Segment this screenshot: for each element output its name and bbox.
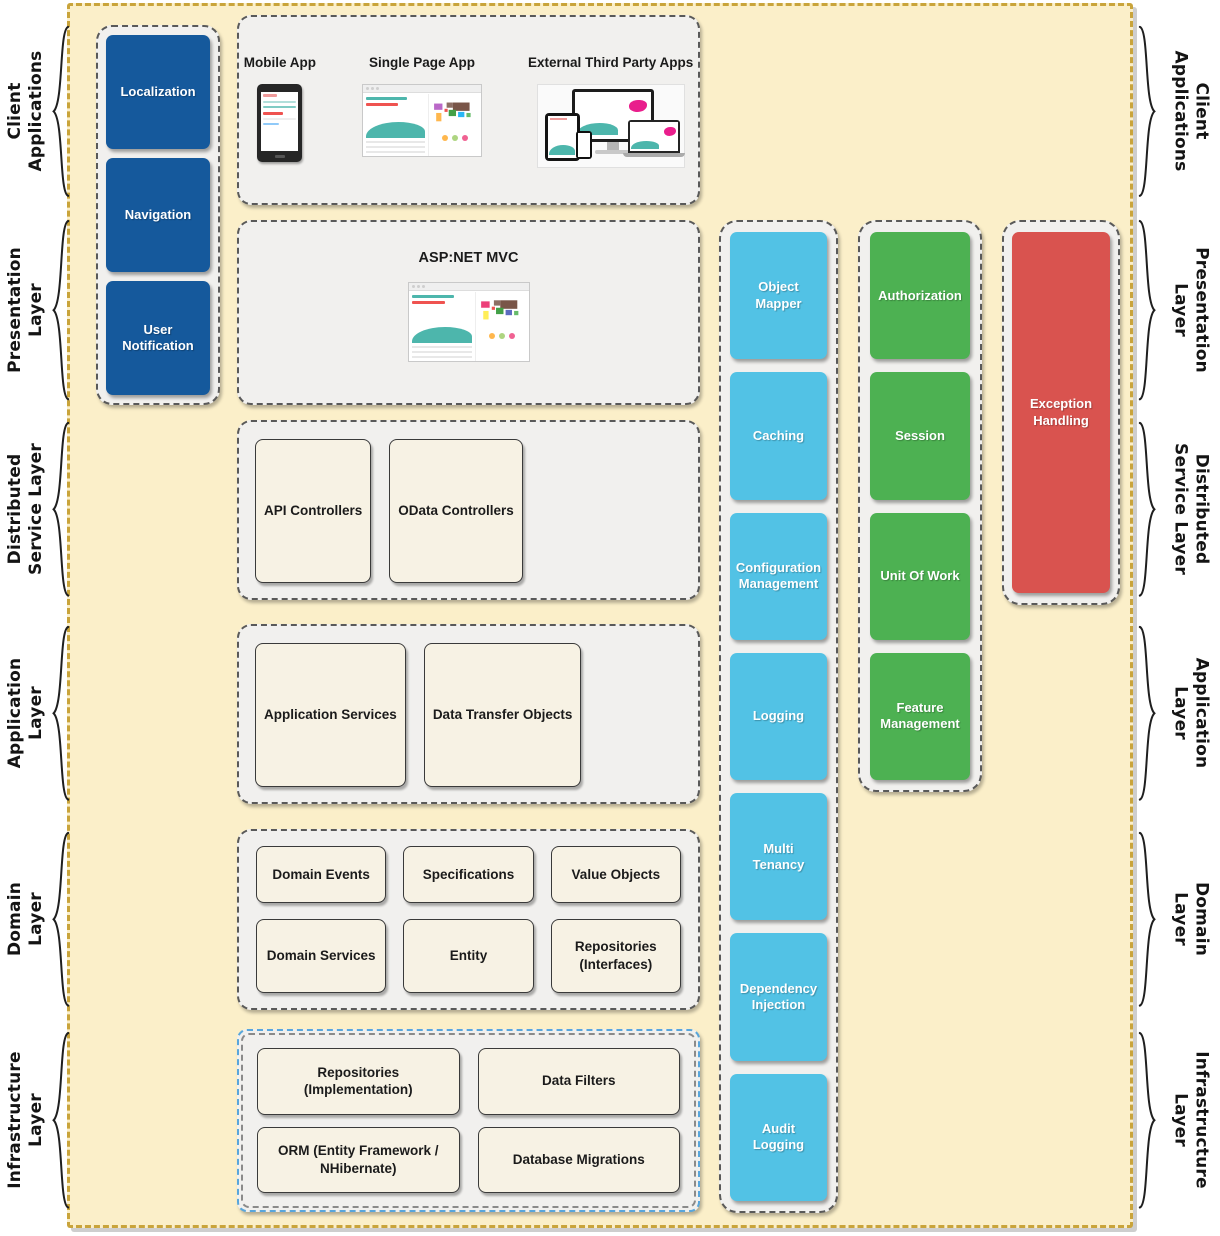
module-caching: Caching <box>730 372 827 500</box>
box-application-services: Application Services <box>255 643 406 787</box>
single-page-app-image <box>361 84 482 157</box>
box-specifications: Specifications <box>403 846 534 903</box>
mobile-app-label: Mobile App <box>243 55 316 70</box>
presentation-layer-group: ASP:NET MVC <box>237 220 700 405</box>
module-session: Session <box>870 372 970 500</box>
box-repositories-implementation: Repositories (Implementation) <box>257 1048 460 1115</box>
module-audit-logging: Audit Logging <box>730 1073 827 1201</box>
brace-icon <box>52 421 70 597</box>
module-navigation: Navigation <box>106 158 210 272</box>
security-group: Authorization Session Unit Of Work Featu… <box>858 220 982 792</box>
module-unit-of-work: Unit Of Work <box>870 512 970 640</box>
brace-icon <box>52 25 70 197</box>
module-user-notification: User Notification <box>106 281 210 395</box>
world-map-image <box>434 102 471 122</box>
box-domain-events: Domain Events <box>256 846 387 903</box>
module-feature-management: Feature Management <box>870 652 970 780</box>
box-repositories-interfaces: Repositories (Interfaces) <box>550 918 681 993</box>
mobile-app-image <box>257 84 303 162</box>
distributed-service-layer-group: API Controllers OData Controllers <box>237 420 700 600</box>
brace-icon <box>52 1031 70 1209</box>
brace-icon <box>52 625 70 801</box>
cross-cutting-group: Object Mapper Caching Configuration Mana… <box>719 220 838 1213</box>
module-multi-tenancy: Multi Tenancy <box>730 793 827 921</box>
box-orm: ORM (Entity Framework / NHibernate) <box>257 1126 460 1193</box>
tablet-image <box>544 113 580 161</box>
small-phone-image <box>575 131 592 159</box>
module-object-mapper: Object Mapper <box>730 232 827 360</box>
box-entity: Entity <box>403 918 534 993</box>
brace-icon <box>1138 219 1156 401</box>
infrastructure-layer-group: Repositories (Implementation) Data Filte… <box>237 1029 700 1212</box>
box-odata-controllers: OData Controllers <box>389 439 523 583</box>
box-database-migrations: Database Migrations <box>477 1126 680 1193</box>
external-apps-image <box>536 84 685 168</box>
single-page-app-figure: Single Page App <box>361 55 482 157</box>
external-apps-label: External Third Party Apps <box>527 55 694 70</box>
laptop-image <box>627 120 680 153</box>
module-exception-handling: Exception Handling <box>1012 232 1110 593</box>
exception-group: Exception Handling <box>1002 220 1120 605</box>
brace-icon <box>1138 421 1156 597</box>
client-apps-row: Mobile App Single Page App <box>239 17 698 203</box>
module-dependency-injection: Dependency Injection <box>730 933 827 1061</box>
domain-layer-group: Domain Events Specifications Value Objec… <box>237 829 700 1010</box>
box-api-controllers: API Controllers <box>255 439 372 583</box>
box-data-filters: Data Filters <box>477 1048 680 1115</box>
aspnet-mvc-label: ASP:NET MVC <box>418 250 519 266</box>
brace-icon <box>1138 25 1156 197</box>
brace-icon <box>1138 625 1156 801</box>
brace-icon <box>52 219 70 401</box>
external-apps-figure: External Third Party Apps <box>528 55 693 168</box>
module-logging: Logging <box>730 652 827 781</box>
box-data-transfer-objects: Data Transfer Objects <box>423 643 582 787</box>
module-configuration-management: Configuration Management <box>730 512 827 640</box>
module-localization: Localization <box>106 35 210 149</box>
box-domain-services: Domain Services <box>256 918 387 993</box>
brace-icon <box>1138 831 1156 1007</box>
module-authorization: Authorization <box>870 232 970 360</box>
presentation-modules-group: Localization Navigation User Notificatio… <box>96 25 220 405</box>
mobile-app-figure: Mobile App <box>244 55 316 162</box>
box-value-objects: Value Objects <box>550 846 681 903</box>
single-page-app-label: Single Page App <box>368 55 475 70</box>
client-applications-group: Mobile App Single Page App <box>237 15 700 205</box>
aspnet-mvc-image <box>407 282 530 362</box>
brace-icon <box>1138 1031 1156 1209</box>
brace-icon <box>52 831 70 1007</box>
world-map-image <box>480 300 519 320</box>
application-layer-group: Application Services Data Transfer Objec… <box>237 624 700 804</box>
